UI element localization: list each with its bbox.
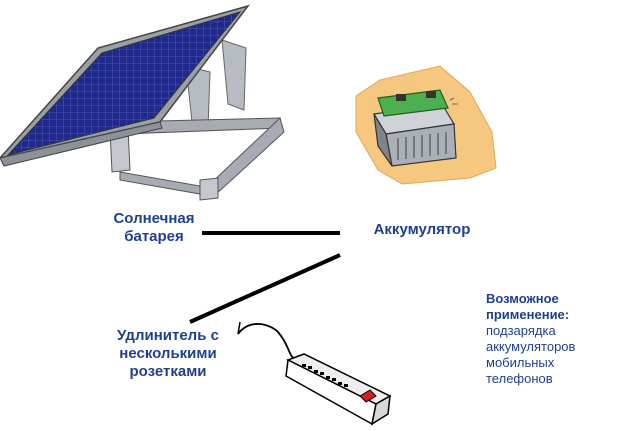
usage-note: Возможное применение: подзарядка аккумул… [486,291,616,387]
solar-panel-label-line: Солнечная [113,210,195,227]
power-strip-label-line: Удлинитель с [117,327,219,344]
usage-note-line: телефонов [486,371,553,386]
battery-illustration [355,65,497,185]
wire-battery-to-strip [189,253,341,324]
power-strip-label-line: несколькими [119,345,217,362]
usage-note-line: мобильных [486,355,555,370]
usage-note-line: подзарядка [486,323,556,338]
solar-panel-label-line: батарея [124,228,184,245]
usage-note-title: применение: [486,307,570,322]
usage-note-title: Возможное [486,291,559,306]
usage-note-line: аккумуляторов [486,339,576,354]
solar-panel-illustration [0,4,285,201]
solar-panel-label: Солнечная батарея [74,210,234,246]
battery-label: Аккумулятор [352,221,492,239]
power-strip-illustration [237,321,392,426]
power-strip-label-line: розетками [129,363,207,380]
power-strip-label: Удлинитель с несколькими розетками [88,327,248,381]
battery-label-line: Аккумулятор [373,221,471,238]
